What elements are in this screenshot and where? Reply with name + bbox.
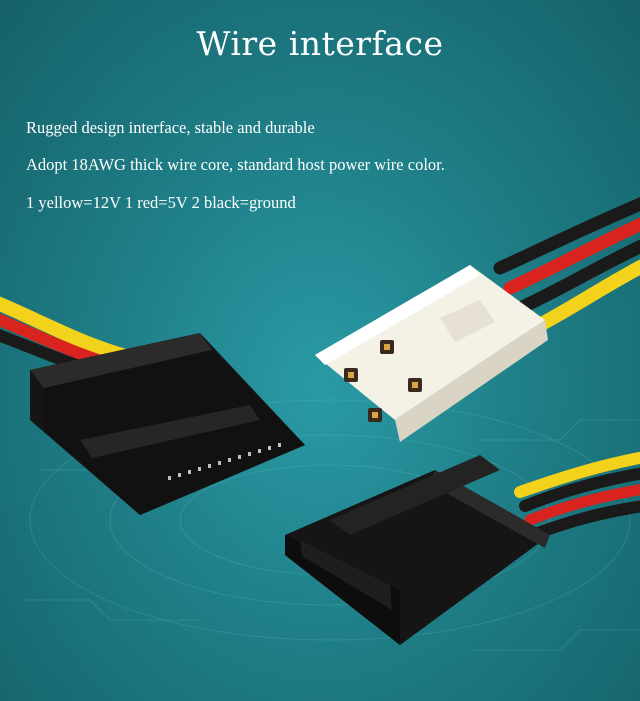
right-sata-connector xyxy=(285,455,550,645)
feature-line-wire-core: Adopt 18AWG thick wire core, standard ho… xyxy=(26,155,445,174)
feature-line-durability: Rugged design interface, stable and dura… xyxy=(26,118,315,137)
left-sata-connector xyxy=(30,333,305,515)
page-title: Wire interface xyxy=(196,24,444,63)
right-connector-wires xyxy=(514,451,640,540)
sata-pin-slot xyxy=(168,443,281,480)
molex-connector xyxy=(315,265,548,442)
feature-line-wire-colors: 1 yellow=12V 1 red=5V 2 black=ground xyxy=(26,193,296,212)
